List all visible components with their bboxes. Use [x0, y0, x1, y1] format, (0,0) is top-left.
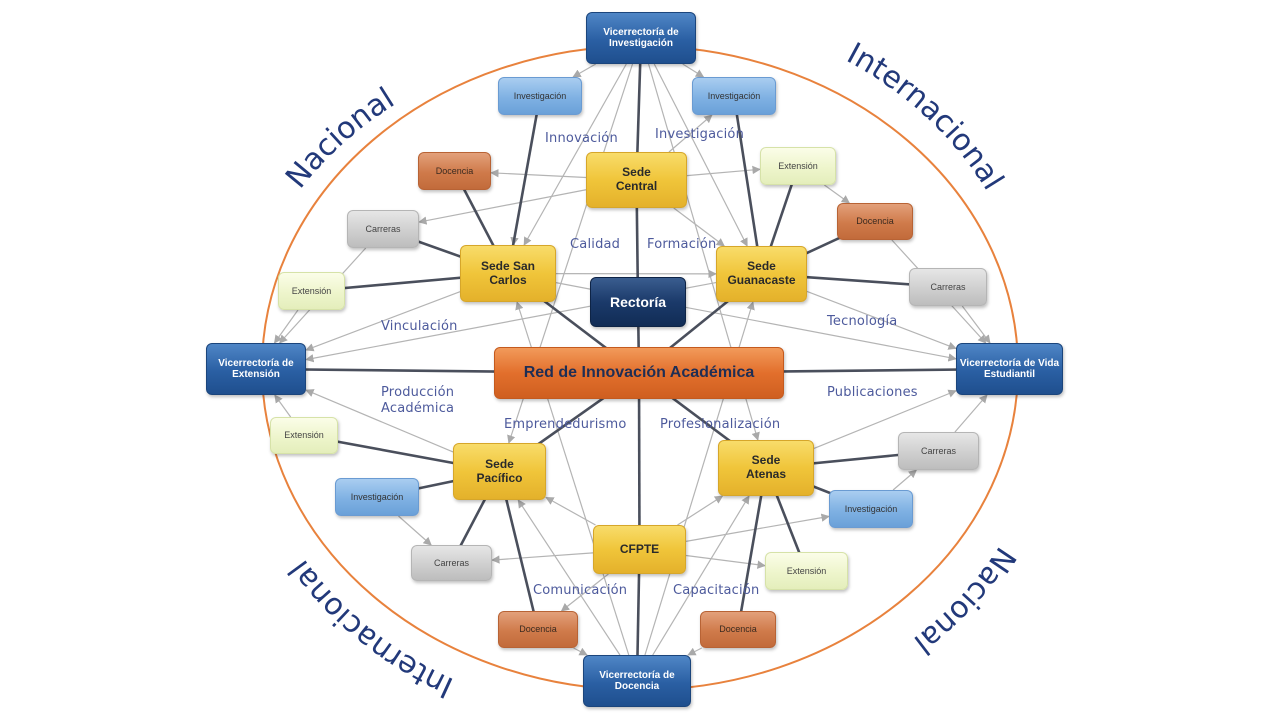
arrow-connector — [653, 63, 748, 247]
arrow-connector — [274, 309, 299, 344]
vicerrectoria-docencia-node[interactable]: Vicerrectoría de Docencia — [583, 655, 691, 707]
extension-node[interactable]: Extensión — [270, 417, 338, 454]
arrow-connector — [517, 499, 621, 656]
arrow-connector — [398, 515, 432, 546]
sede-guanacaste-node[interactable]: Sede Guanacaste — [716, 246, 807, 302]
sede-pacifico-node[interactable]: Sede Pacífico — [453, 443, 546, 500]
carreras-node[interactable]: Carreras — [411, 545, 492, 581]
docencia-node[interactable]: Docencia — [418, 152, 491, 190]
arrow-connector — [572, 63, 597, 78]
vicerrectoria-extension-node[interactable]: Vicerrectoría de Extensión — [206, 343, 306, 395]
rectoria-node[interactable]: Rectoría — [590, 277, 686, 327]
docencia-node[interactable]: Docencia — [498, 611, 578, 648]
carreras-node[interactable]: Carreras — [909, 268, 987, 306]
arrow-connector — [687, 647, 702, 656]
arrow-connector — [573, 647, 588, 656]
arrow-connector — [652, 495, 750, 656]
ring-label-top-left: Nacional — [279, 81, 400, 195]
docencia-node[interactable]: Docencia — [700, 611, 776, 648]
arrow-connector — [813, 389, 957, 450]
edge-label-emprendedurismo: Emprendedurismo — [504, 417, 627, 432]
carreras-node[interactable]: Carreras — [898, 432, 979, 470]
sede-atenas-node[interactable]: Sede Atenas — [718, 440, 814, 496]
investigacion-node[interactable]: Investigación — [335, 478, 419, 516]
ring-label-top-right: Internacional — [841, 36, 1010, 196]
edge-label-investigacion: Investigación — [655, 127, 745, 142]
arrow-connector — [418, 189, 587, 225]
edge-label-formacion: Formación — [647, 237, 717, 252]
arrow-connector — [668, 114, 713, 153]
edge-label-produccion-academica: Producción Académica — [381, 385, 455, 416]
vicerrectoria-vida-estudiantil-node[interactable]: Vicerrectoría de Vida Estudiantil — [956, 343, 1063, 395]
arrow-connector — [274, 394, 292, 418]
arrow-connector — [545, 496, 596, 526]
edge-label-comunicacion: Comunicación — [533, 583, 628, 598]
investigacion-node[interactable]: Investigación — [692, 77, 776, 115]
extension-node[interactable]: Extensión — [278, 272, 345, 310]
investigacion-node[interactable]: Investigación — [498, 77, 582, 115]
edge-label-capacitacion: Capacitación — [673, 583, 760, 598]
arrow-connector — [954, 394, 988, 433]
edge-label-profesionalizacion: Profesionalización — [660, 417, 781, 432]
arrow-connector — [677, 495, 724, 526]
arrow-connector — [490, 168, 587, 179]
edge-label-publicaciones: Publicaciones — [827, 385, 918, 400]
connector-line — [732, 95, 763, 275]
arrow-connector — [491, 552, 594, 564]
arrow-connector — [685, 513, 830, 542]
arrow-connector — [682, 63, 705, 78]
sede-san-carlos-node[interactable]: Sede San Carlos — [460, 245, 556, 302]
arrow-connector — [560, 573, 609, 612]
investigacion-node[interactable]: Investigación — [829, 490, 913, 528]
arrow-connector — [523, 63, 627, 246]
ring-label-bottom-right: Nacional — [907, 541, 1022, 661]
arrow-connector — [685, 554, 766, 569]
edge-label-calidad: Calidad — [570, 237, 621, 252]
vicerrectoria-investigacion-node[interactable]: Vicerrectoría de Investigación — [586, 12, 696, 64]
edge-label-vinculacion: Vinculación — [381, 319, 458, 334]
arrow-connector — [673, 207, 725, 247]
carreras-node[interactable]: Carreras — [347, 210, 419, 248]
arrow-connector — [824, 184, 851, 204]
sede-central-node[interactable]: Sede Central — [586, 152, 687, 208]
extension-node[interactable]: Extensión — [765, 552, 848, 590]
cfpte-node[interactable]: CFPTE — [593, 525, 686, 574]
arrow-connector — [305, 389, 454, 453]
connector-line — [506, 95, 542, 274]
docencia-node[interactable]: Docencia — [837, 203, 913, 240]
arrow-connector — [686, 165, 761, 177]
connector-line — [637, 372, 641, 550]
arrow-connector — [806, 290, 957, 350]
red-innovacion-node[interactable]: Red de Innovación Académica — [494, 347, 784, 399]
arrow-connector — [961, 305, 991, 344]
edge-label-innovacion: Innovación — [545, 131, 618, 146]
arrow-connector — [305, 291, 461, 352]
edge-label-tecnologia: Tecnología — [827, 314, 898, 329]
arrow-connector — [892, 469, 918, 491]
extension-node[interactable]: Extensión — [760, 147, 836, 185]
